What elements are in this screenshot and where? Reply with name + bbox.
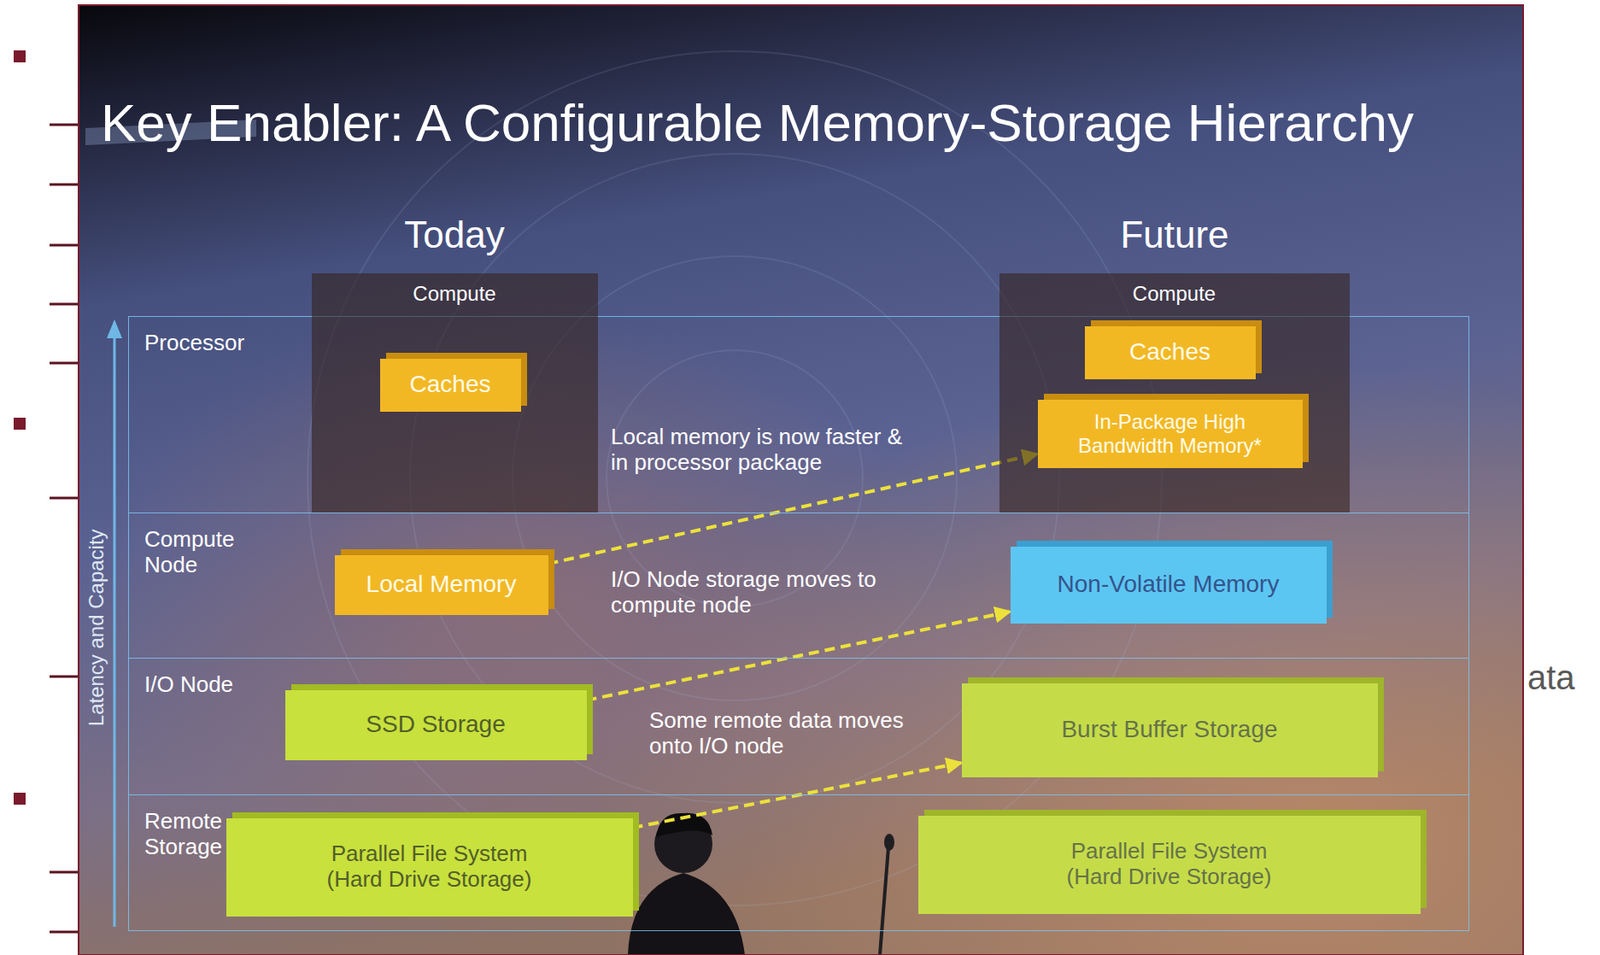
box-label: Caches	[1129, 338, 1211, 366]
storage-box: Parallel File System (Hard Drive Storage…	[226, 818, 633, 917]
title-box: Key Enabler: A Configurable Memory-Stora…	[100, 92, 1414, 153]
slide-ground	[78, 5, 1524, 955]
box-label: SSD Storage	[365, 710, 505, 739]
column-header: Future	[1119, 213, 1229, 258]
memory-box: Non-Volatile Memory	[1010, 546, 1327, 624]
row-band: ProcessorComputeCachesComputeCachesIn-Pa…	[128, 316, 1470, 513]
label-box: Latency and Capacity	[83, 529, 108, 727]
compute-panel: ComputeCachesIn-Package High Bandwidth M…	[999, 273, 1350, 513]
row-label: Remote Storage	[144, 808, 256, 861]
memory-box: In-Package High Bandwidth Memory*	[1037, 399, 1303, 469]
panel-heading: Compute	[1013, 273, 1337, 306]
box-label: Local Memory	[366, 570, 517, 598]
row-label: Processor	[144, 330, 245, 357]
storage-box: Burst Buffer Storage	[961, 683, 1378, 778]
label-box: ata	[1527, 657, 1576, 698]
edge-label-box: I/O Node storage moves to compute node	[610, 567, 944, 619]
dashed-arrow	[632, 762, 962, 828]
edge-label: I/O Node storage moves to compute node	[610, 567, 944, 619]
storage-box: Parallel File System (Hard Drive Storage…	[918, 815, 1421, 915]
background-slide	[13, 50, 79, 932]
presenter	[627, 813, 745, 955]
edge-label: Local memory is now faster & in processo…	[610, 424, 912, 476]
column-header: Today	[404, 213, 505, 258]
box-label: Parallel File System (Hard Drive Storage…	[316, 841, 543, 893]
box-label: Parallel File System (Hard Drive Storage…	[1055, 838, 1283, 891]
memory-box: Caches	[1084, 326, 1256, 380]
box-label: Caches	[410, 370, 492, 399]
box-label: Burst Buffer Storage	[1060, 715, 1278, 744]
label-box: Future	[1119, 213, 1229, 258]
compute-panel: ComputeCaches	[311, 273, 598, 513]
axis-arrow	[106, 319, 123, 927]
slide-glow	[78, 5, 1524, 955]
edge-label: Some remote data moves onto I/O node	[649, 708, 944, 760]
edge-label-box: Some remote data moves onto I/O node	[649, 708, 944, 760]
title: Key Enabler: A Configurable Memory-Stora…	[100, 92, 1414, 153]
background-text: ata	[1527, 657, 1576, 698]
dashed-arrow	[586, 611, 1011, 701]
label-box: Today	[404, 213, 505, 258]
edge-label-box: Local memory is now faster & in processo…	[610, 424, 912, 476]
storage-box: SSD Storage	[285, 690, 587, 761]
panel-heading: Compute	[325, 273, 585, 306]
row-label: I/O Node	[144, 672, 234, 698]
box-label: Non-Volatile Memory	[1057, 570, 1280, 598]
microphone	[879, 833, 895, 955]
row-label: Compute Node	[144, 527, 256, 579]
photo-frame	[78, 5, 1524, 955]
memory-box: Caches	[380, 358, 522, 412]
memory-box: Local Memory	[334, 555, 549, 616]
row-band: Remote StorageParallel File System (Hard…	[128, 794, 1470, 932]
axis-label: Latency and Capacity	[83, 529, 108, 727]
slide-glow	[78, 5, 1524, 955]
box-label: In-Package High Bandwidth Memory*	[1073, 410, 1266, 458]
